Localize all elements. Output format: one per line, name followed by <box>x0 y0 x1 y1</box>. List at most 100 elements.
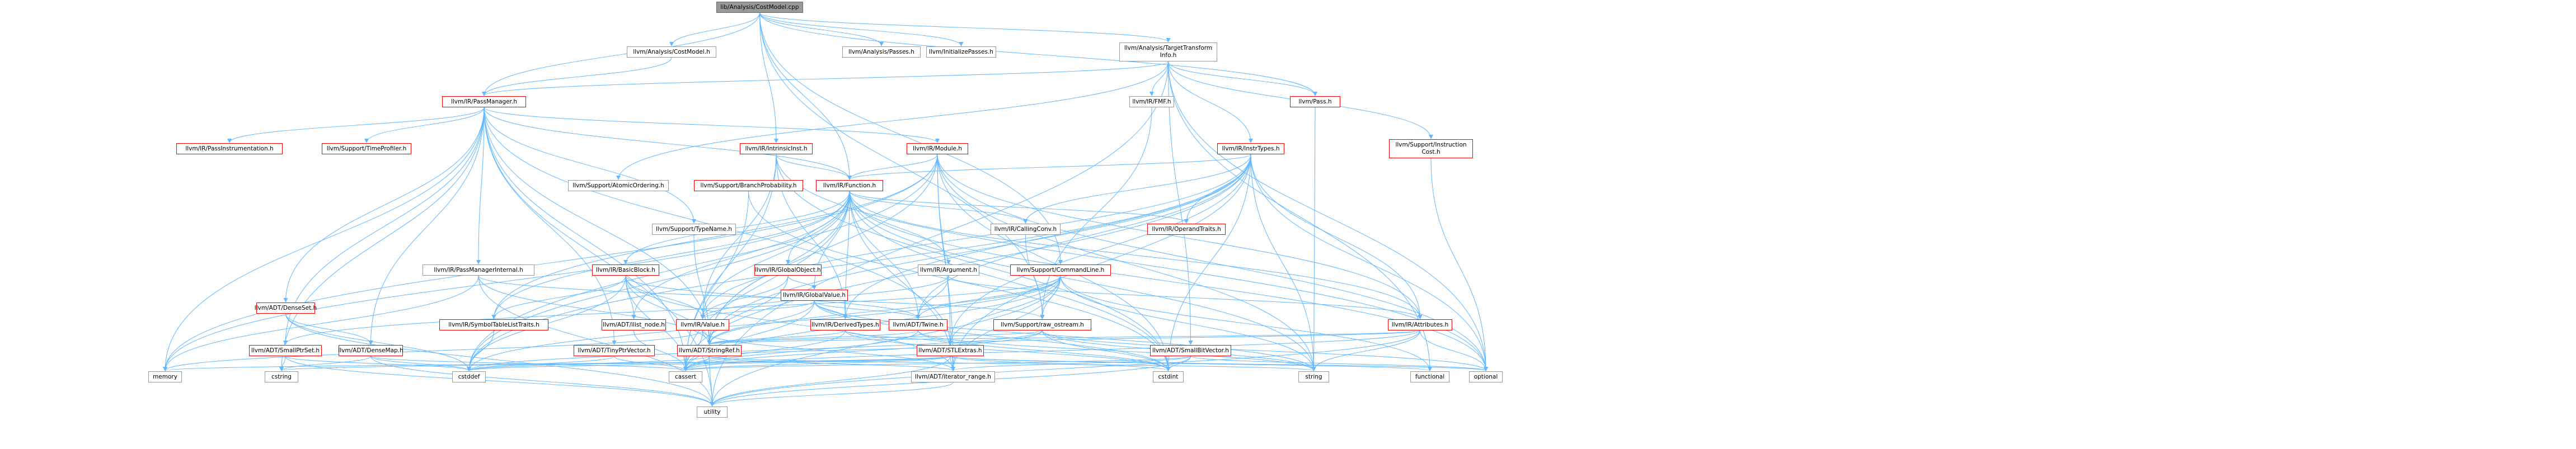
node-cstring[interactable]: cstring <box>265 371 298 382</box>
node-ir-module[interactable]: llvm/IR/Module.h <box>907 143 968 154</box>
edge-ir_insttypes-to-optional <box>1250 154 1488 371</box>
edge-ir_passmanager-to-support_timeprofiler <box>364 107 485 143</box>
edge-ir_passmanager-to-cstring <box>279 107 485 371</box>
node-adt-denseset[interactable]: llvm/ADT/DenseSet.h <box>255 303 317 314</box>
node-support-atomicordering[interactable]: llvm/Support/AtomicOrdering.h <box>568 180 669 191</box>
node-label: llvm/Support/raw_ostream.h <box>1001 321 1084 328</box>
node-ir-intrinsicinst[interactable]: llvm/IR/IntrinsicInst.h <box>740 143 813 154</box>
node-memory[interactable]: memory <box>148 371 182 382</box>
node-label: llvm/IR/IntrinsicInst.h <box>745 145 808 152</box>
edge-ir_passmanager-to-adt_denseset <box>283 107 485 303</box>
edge-ir_module-to-cstdint <box>937 154 1171 371</box>
edge-ir_passmanager-to-adt_densemap <box>368 107 485 345</box>
edge-root-to-ir_passmanager <box>482 12 760 96</box>
node-support-raw-ostream[interactable]: llvm/Support/raw_ostream.h <box>993 319 1091 330</box>
node-ir-derivedtypes[interactable]: llvm/IR/DerivedTypes.h <box>810 319 880 330</box>
edge-ir_module-to-ir_function <box>847 154 938 180</box>
edge-ir_passmanager-to-ir_passmanagerinternal <box>476 107 485 264</box>
node-ir-fmf[interactable]: llvm/IR/FMF.h <box>1129 96 1174 107</box>
edge-adt_tinyptrvector-to-cassert <box>614 356 688 371</box>
node-label: llvm/IR/Argument.h <box>920 266 977 273</box>
node-analysis-costmodel[interactable]: llvm/Analysis/CostModel.h <box>627 46 716 58</box>
node-ir-function[interactable]: llvm/IR/Function.h <box>816 180 883 191</box>
node-functional[interactable]: functional <box>1410 371 1449 382</box>
node-adt-stringref[interactable]: llvm/ADT/StringRef.h <box>677 345 742 356</box>
node-adt-ilist-node[interactable]: llvm/ADT/ilist_node.h <box>602 319 666 330</box>
node-ir-passmanager[interactable]: llvm/IR/PassManager.h <box>442 96 526 107</box>
edge-support_commandline-to-adt_smallptrset <box>283 275 1061 345</box>
node-label: llvm/ADT/StringRef.h <box>679 347 740 354</box>
node-label: llvm/IR/BasicBlock.h <box>596 266 655 273</box>
node-cstdint[interactable]: cstdint <box>1153 371 1184 382</box>
edge-ir_insttypes-to-cstdint <box>1166 154 1251 371</box>
node-support-branchprob[interactable]: llvm/Support/BranchProbability.h <box>694 180 803 191</box>
edge-support_commandline-to-adt_twine <box>916 275 1061 319</box>
node-ir-passmanagerinternal[interactable]: llvm/IR/PassManagerInternal.h <box>423 264 534 276</box>
edge-ir_insttypes-to-ir_function <box>847 154 1251 180</box>
edge-ir_fmf-to-support_raw_ostream <box>1040 107 1152 319</box>
node-adt-stlextras[interactable]: llvm/ADT/STLExtras.h <box>917 345 984 356</box>
node-adt-iterator-range[interactable]: llvm/ADT/iterator_range.h <box>911 371 995 382</box>
edge-ir_basicblock-to-ir_value <box>625 275 705 319</box>
node-ir-globalobject[interactable]: llvm/IR/GlobalObject.h <box>754 264 822 276</box>
edge-ir_insttypes-to-ir_attributes <box>1250 154 1423 319</box>
edge-ir_globalvalue-to-string <box>814 300 1316 371</box>
node-label: cstdint <box>1158 373 1179 380</box>
node-analysis-passes[interactable]: llvm/Analysis/Passes.h <box>842 46 921 58</box>
node-adt-tinyptrvector[interactable]: llvm/ADT/TinyPtrVector.h <box>574 345 655 356</box>
node-label: llvm/ADT/Twine.h <box>893 321 944 328</box>
node-label: llvm/ADT/SmallPtrSet.h <box>251 347 320 354</box>
node-support-timeprofiler[interactable]: llvm/Support/TimeProfiler.h <box>322 143 411 154</box>
node-adt-smallbitvector[interactable]: llvm/ADT/SmallBitVector.h <box>1150 345 1231 356</box>
node-adt-densemap[interactable]: llvm/ADT/DenseMap.h <box>338 345 403 356</box>
node-ir-callingconv[interactable]: llvm/IR/CallingConv.h <box>991 224 1061 235</box>
edge-ir_globalvalue-to-adt_twine <box>814 300 921 319</box>
edge-root-to-analysis_passes <box>759 12 884 46</box>
edge-adt_denseset-to-utility <box>285 313 715 407</box>
edge-support_commandline-to-adt_stringref <box>707 275 1061 345</box>
edge-ir_attributes-to-adt_stlextras <box>948 330 1420 345</box>
edge-adt_stlextras-to-cstdint <box>950 356 1171 371</box>
node-initialize-passes[interactable]: llvm/InitializePasses.h <box>926 46 996 58</box>
node-string[interactable]: string <box>1298 371 1329 382</box>
node-label: llvm/IR/GlobalValue.h <box>782 291 846 299</box>
node-ir-insttypes[interactable]: llvm/IR/InstrTypes.h <box>1217 143 1284 154</box>
edge-support_commandline-to-utility <box>710 275 1061 407</box>
edge-adt_denseset-to-cstddef <box>285 313 471 371</box>
node-ir-passinstrumentation[interactable]: llvm/IR/PassInstrumentation.h <box>176 143 283 154</box>
node-ir-argument[interactable]: llvm/IR/Argument.h <box>918 264 979 276</box>
node-root[interactable]: lib/Analysis/CostModel.cpp <box>716 2 803 13</box>
edge-ir_globalobject-to-ir_value <box>700 275 789 319</box>
node-adt-smallptrset[interactable]: llvm/ADT/SmallPtrSet.h <box>249 345 322 356</box>
node-label: utility <box>703 408 721 415</box>
edge-ir_passmanager-to-ir_passinstrumentation <box>227 107 485 143</box>
node-label: llvm/IR/PassManagerInternal.h <box>434 266 523 273</box>
node-ir-attributes[interactable]: llvm/IR/Attributes.h <box>1388 319 1452 330</box>
node-ir-value[interactable]: llvm/IR/Value.h <box>676 319 729 330</box>
edge-adt_smallbitvector-to-adt_iterator_range <box>951 356 1191 371</box>
edge-ir_derivedtypes-to-adt_stringref <box>707 330 846 345</box>
edge-root-to-tti <box>759 12 1171 42</box>
node-label: llvm/Analysis/Passes.h <box>848 48 914 55</box>
node-ir-symboltablelisttraits[interactable]: llvm/IR/SymbolTableListTraits.h <box>439 319 548 330</box>
node-cstddef[interactable]: cstddef <box>452 371 486 382</box>
node-support-commandline[interactable]: llvm/Support/CommandLine.h <box>1010 264 1111 276</box>
node-cassert[interactable]: cassert <box>669 371 702 382</box>
edge-adt_stringref-to-string <box>709 356 1316 371</box>
node-ir-globalvalue[interactable]: llvm/IR/GlobalValue.h <box>781 290 848 301</box>
edge-ir_passmanager-to-ir_function <box>484 107 852 180</box>
node-pass[interactable]: llvm/Pass.h <box>1290 96 1340 107</box>
node-utility[interactable]: utility <box>697 407 728 418</box>
node-label: llvm/IR/Function.h <box>823 182 876 189</box>
node-adt-twine[interactable]: llvm/ADT/Twine.h <box>889 319 947 330</box>
edge-ir_passmanagerinternal-to-adt_stringref <box>478 275 712 345</box>
node-ir-basicblock[interactable]: llvm/IR/BasicBlock.h <box>592 264 659 276</box>
node-optional[interactable]: optional <box>1469 371 1503 382</box>
edge-tti-to-ir_insttypes <box>1168 61 1253 143</box>
edge-tti-to-ir_passmanager <box>482 61 1169 96</box>
node-ir-operandtraits[interactable]: llvm/IR/OperandTraits.h <box>1147 224 1226 235</box>
edge-ir_basicblock-to-ir_symboltablelisttraits <box>491 275 626 319</box>
node-support-typename[interactable]: llvm/Support/TypeName.h <box>652 224 736 235</box>
